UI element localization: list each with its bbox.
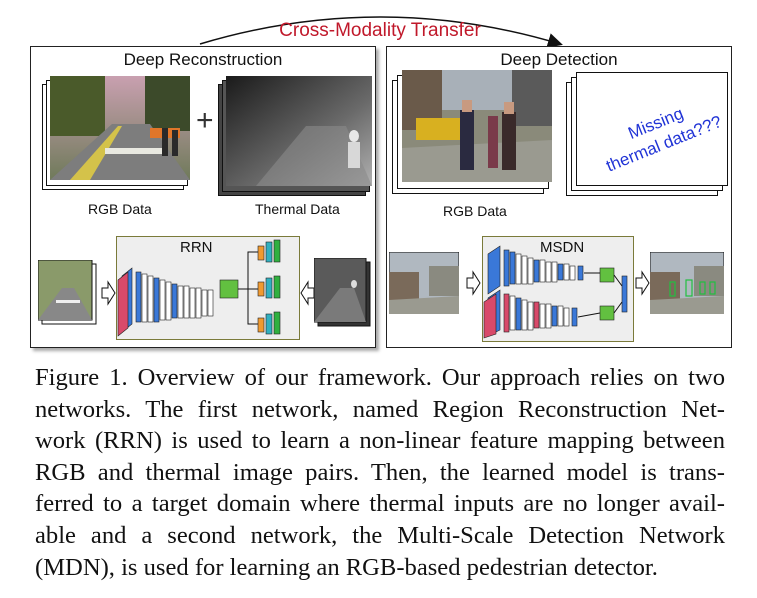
rgb-data-label-right: RGB Data [443, 203, 507, 219]
msdn-label: MSDN [540, 239, 585, 256]
rrn-label: RRN [180, 239, 213, 256]
caption-line-6: able and a second network, the Multi-Sca… [35, 521, 725, 549]
caption-line-7: (MDN), is used for learning an RGB-based… [35, 553, 658, 581]
rrn-network-diagram [117, 239, 281, 337]
msdn-input-thumbnail [389, 252, 459, 314]
caption-line-3: work (RRN) is used to learn a non-linear… [35, 427, 725, 455]
msdn-output-arrow [635, 270, 650, 296]
caption-line-5: ferred to a target domain where thermal … [35, 490, 725, 518]
transfer-arrow [199, 16, 563, 48]
thermal-data-label: Thermal Data [255, 201, 340, 217]
transfer-label: Cross-Modality Transfer [279, 20, 481, 41]
caption-line-4: RGB and thermal image pairs. Then, the l… [35, 458, 725, 486]
msdn-output-thumbnail [650, 252, 724, 314]
caption-line-2: networks. The first network, named Regio… [35, 395, 725, 423]
rrn-thermal-thumbnail [314, 258, 371, 327]
figure-caption: Figure 1. Overview of our framework. Our… [35, 362, 725, 583]
msdn-input-arrow [466, 270, 481, 296]
rgb-data-label: RGB Data [88, 201, 152, 217]
caption-line-1: Figure 1. Overview of our framework. Our… [35, 364, 725, 391]
msdn-network-diagram [483, 245, 628, 339]
panel-title: Deep Detection [500, 50, 618, 69]
rrn-output-arrow [300, 280, 315, 306]
rgb-pedestrian-image [402, 70, 552, 182]
thermal-street-image [226, 76, 372, 186]
rrn-input-thumbnail [38, 260, 97, 325]
plus-sign: + [196, 104, 214, 137]
panel-title: Deep Reconstruction [123, 50, 283, 69]
rrn-input-arrow [101, 280, 116, 306]
rgb-street-image [50, 76, 190, 180]
